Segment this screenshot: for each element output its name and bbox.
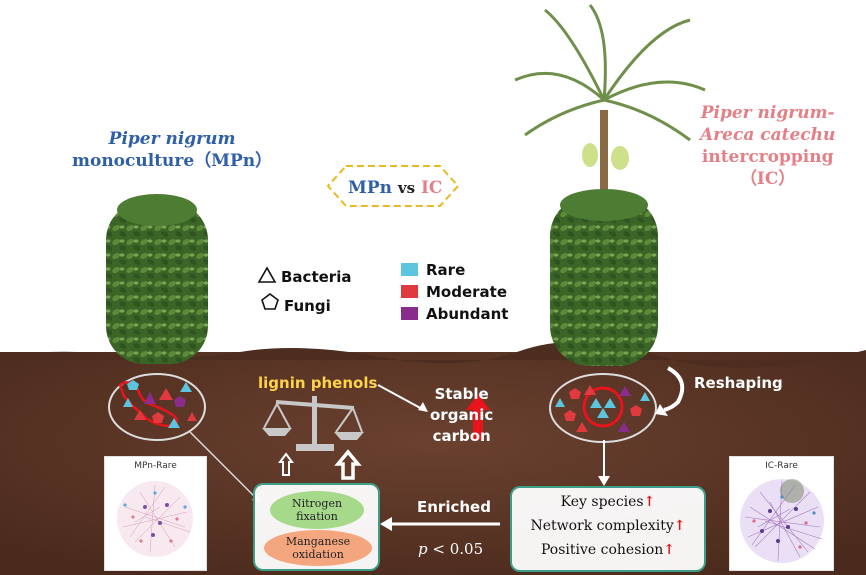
p-symbol: p bbox=[418, 540, 428, 558]
ic-title-line3: intercropping bbox=[701, 147, 834, 167]
stable-line1: Stable bbox=[434, 385, 489, 403]
mpn-rare-network-panel: MPn-Rare bbox=[104, 456, 207, 571]
stable-line2: organic bbox=[430, 406, 494, 424]
stable-carbon-up-arrow bbox=[466, 394, 490, 440]
legend-swatch-moderate bbox=[401, 285, 418, 298]
legend-swatch-rare bbox=[401, 263, 418, 276]
stable-line3: carbon bbox=[432, 427, 491, 445]
pepper-plant-mpn bbox=[106, 194, 208, 364]
up-arrow-icon: ↑ bbox=[673, 518, 686, 534]
comparison-hexagon bbox=[326, 165, 460, 207]
nitrogen-line2: fixation bbox=[296, 510, 338, 523]
p-rest: < 0.05 bbox=[427, 540, 484, 558]
nitrogen-line1: Nitrogen bbox=[291, 497, 343, 510]
stable-carbon-label: Stable organic carbon bbox=[430, 384, 493, 447]
network-complexity-label: Network complexity bbox=[530, 518, 674, 534]
enriched-arrow-head bbox=[380, 517, 392, 531]
positive-cohesion-row: Positive cohesion↑ bbox=[512, 542, 704, 558]
mpn-microbe-community bbox=[108, 373, 206, 441]
legend-moderate: Moderate bbox=[426, 283, 508, 301]
comparison-mpn: MPn bbox=[348, 178, 392, 198]
legend-abundant: Abundant bbox=[426, 305, 509, 323]
ic-title-line1: Piper nigrum- bbox=[700, 103, 835, 123]
connector-line bbox=[189, 431, 259, 501]
ic-title-line2: Areca catechu bbox=[700, 125, 836, 145]
lignin-phenols-label: lignin phenols bbox=[258, 374, 378, 392]
ic-rare-network bbox=[740, 479, 824, 563]
balance-scale bbox=[262, 396, 364, 451]
scale-up-arrow bbox=[334, 449, 362, 480]
legend-swatch-abundant bbox=[401, 307, 418, 320]
key-species-label: Key species bbox=[560, 494, 644, 510]
mpn-title-line2: monoculture（MPn） bbox=[72, 151, 273, 171]
legend-rare: Rare bbox=[426, 261, 466, 279]
ic-rare-title: IC-Rare bbox=[765, 461, 798, 471]
mpn-rare-network bbox=[117, 481, 193, 557]
up-arrow-icon: ↑ bbox=[643, 494, 656, 510]
comparison-ic: IC bbox=[420, 178, 443, 198]
key-species-row: Key species↑ bbox=[512, 494, 704, 510]
mpn-title: Piper nigrum monoculture（MPn） bbox=[72, 128, 272, 172]
mpn-title-line1: Piper nigrum bbox=[108, 129, 236, 149]
areca-palm bbox=[514, 4, 706, 210]
manganese-line2: oxidation bbox=[292, 548, 344, 561]
positive-cohesion-label: Positive cohesion bbox=[540, 542, 664, 558]
up-arrow-icon: ↑ bbox=[663, 542, 676, 558]
comparison-label: MPn vs IC bbox=[348, 178, 442, 198]
mpn-rare-title: MPn-Rare bbox=[134, 461, 177, 471]
lignin-arrow-head bbox=[418, 402, 428, 412]
ic-down-arrow-head bbox=[598, 476, 610, 486]
pentagon-icon bbox=[261, 293, 279, 310]
network-complexity-row: Network complexity↑ bbox=[512, 518, 704, 534]
reshaping-label: Reshaping bbox=[694, 374, 783, 392]
reshaping-arrow bbox=[663, 366, 685, 412]
legend-fungi: Fungi bbox=[284, 297, 331, 315]
pepper-plant-ic bbox=[550, 189, 658, 366]
scale-down-arrow bbox=[278, 452, 294, 476]
p-value-label: p < 0.05 bbox=[418, 540, 483, 558]
triangle-icon bbox=[257, 266, 277, 283]
ic-title: Piper nigrum- Areca catechu intercroppin… bbox=[700, 102, 835, 190]
ic-title-line4: （IC） bbox=[739, 169, 796, 189]
ic-rare-network-panel: IC-Rare bbox=[729, 456, 834, 571]
legend-bacteria: Bacteria bbox=[281, 268, 352, 286]
manganese-line1: Manganese bbox=[285, 535, 351, 548]
enriched-label: Enriched bbox=[417, 498, 491, 516]
network-changes-box: Key species↑ Network complexity↑ Positiv… bbox=[510, 486, 706, 572]
comparison-vs: vs bbox=[397, 179, 416, 197]
